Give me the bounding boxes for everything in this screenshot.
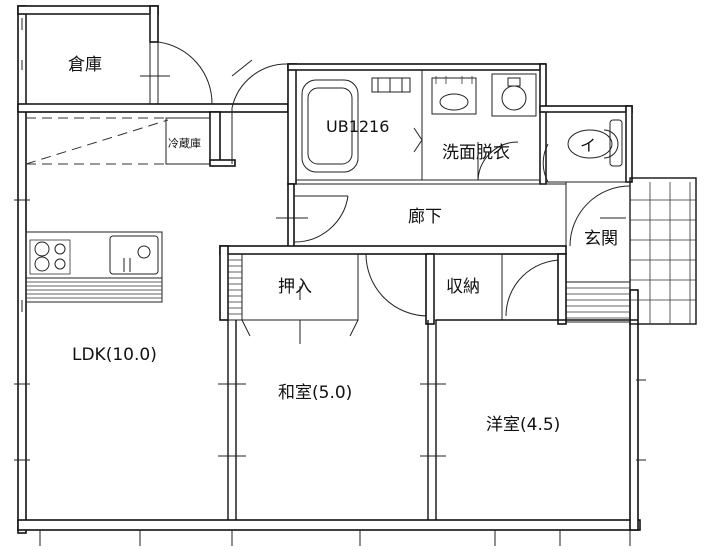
kitchen-upper-counter	[25, 117, 211, 165]
washroom-label: 洗面脱衣	[442, 143, 510, 163]
washroom	[421, 69, 541, 181]
side-door	[231, 59, 289, 164]
hallway	[276, 183, 566, 243]
oshiire-label: 押入	[278, 277, 312, 297]
storage-room	[25, 13, 213, 105]
interior-partitions	[218, 319, 638, 520]
closet-row	[219, 245, 567, 344]
outer-walls	[17, 5, 697, 534]
fridge-label: 冷蔵庫	[168, 136, 201, 150]
storage-label: 倉庫	[68, 55, 102, 75]
toilet-label: イ	[580, 136, 596, 155]
washitsu-label: 和室(5.0)	[278, 383, 352, 403]
bathroom-label: UB1216	[326, 117, 389, 136]
ldk-label: LDK(10.0)	[72, 345, 157, 365]
wall-ticks	[14, 18, 646, 546]
shuno-label: 収納	[446, 277, 480, 297]
youshitsu-label: 洋室(4.5)	[486, 415, 560, 435]
entrance-label: 玄関	[584, 229, 618, 249]
hallway-label: 廊下	[408, 207, 442, 227]
kitchen-counter	[25, 231, 163, 303]
entrance	[565, 181, 696, 324]
